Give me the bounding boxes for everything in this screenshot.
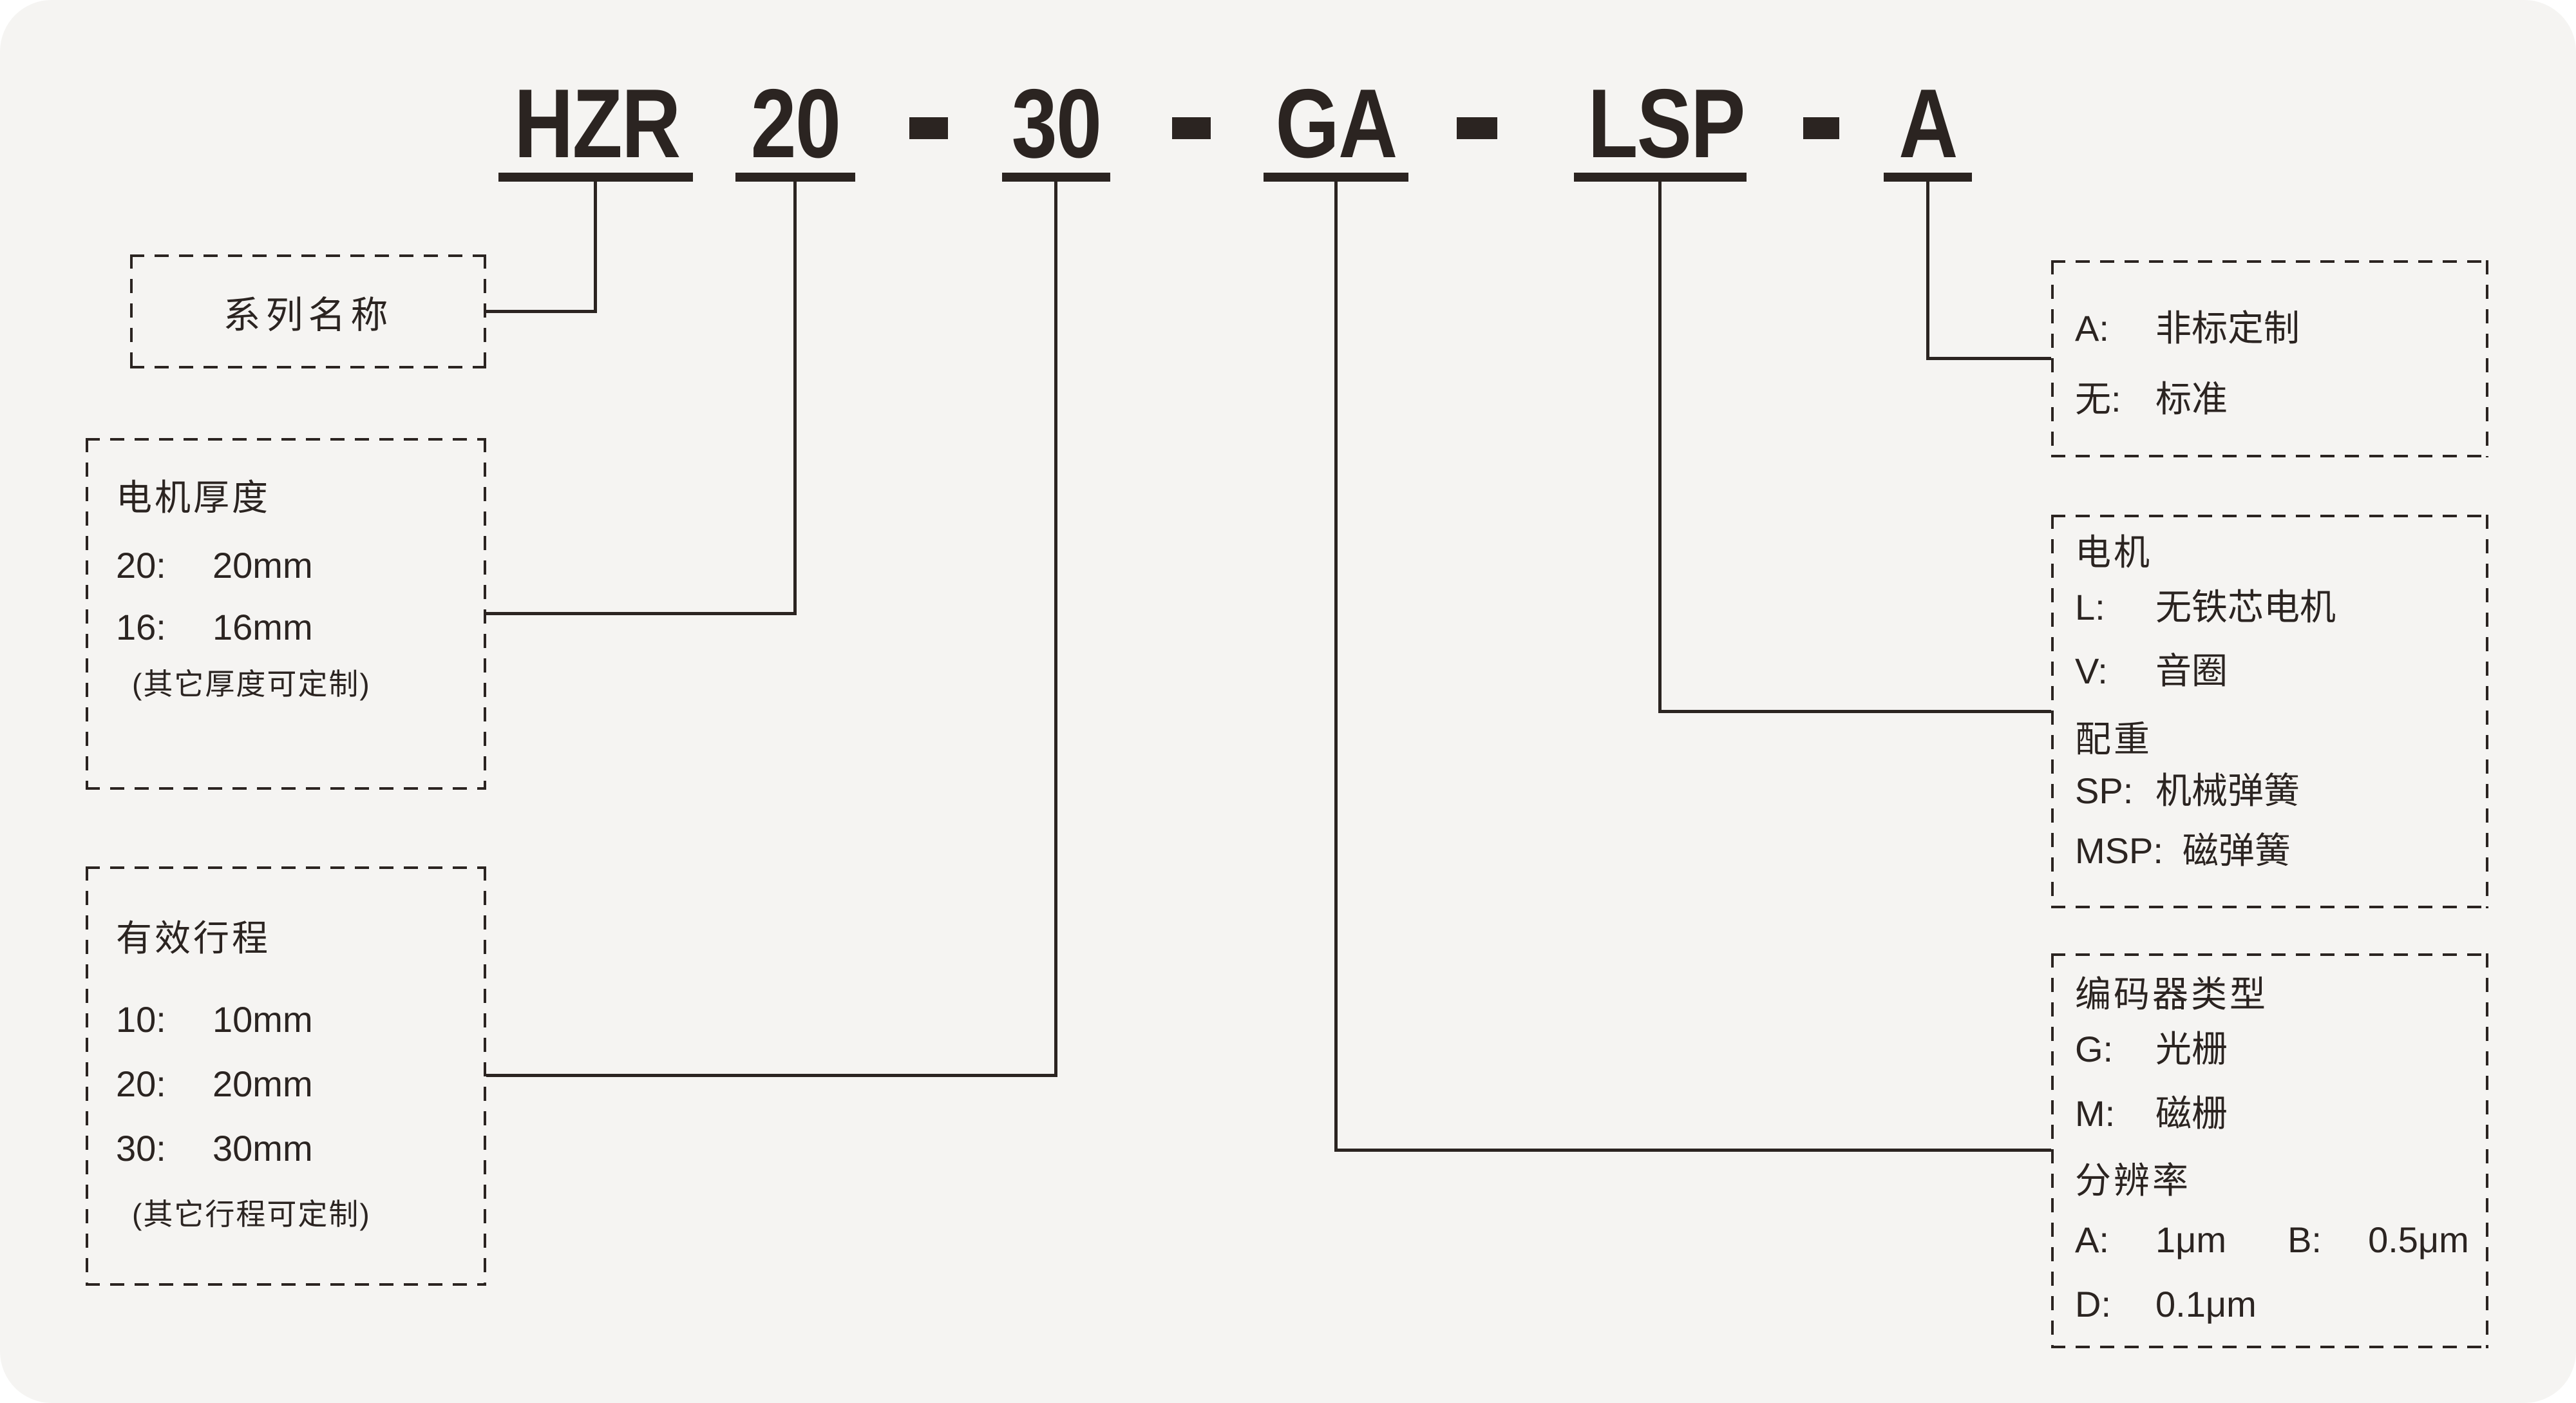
option-desc: 非标定制 [2155, 308, 2300, 348]
separator-dash [1457, 117, 1497, 139]
connector-thickness-vertical [793, 182, 797, 614]
connector-stroke-vertical [1054, 182, 1057, 1076]
segment-underline [1574, 173, 1747, 182]
option-code: SP: [2075, 770, 2134, 811]
option-code: M: [2075, 1093, 2116, 1134]
connector-thickness-horizontal [486, 612, 797, 615]
box-title: 电机厚度 [116, 477, 270, 518]
code-segment-label: HZR [514, 69, 681, 178]
separator-dash [909, 117, 948, 139]
option-row: D: 0.1μm [2075, 1285, 2257, 1324]
code-segment-label: GA [1275, 69, 1397, 178]
option-row: MSP: 磁弹簧 [2075, 832, 2291, 870]
box-title: 编码器类型 [2075, 974, 2268, 1015]
custom-note: (其它行程可定制) [132, 1198, 371, 1231]
code-segment-thickness: 20 [735, 69, 855, 182]
separator-dash [1172, 117, 1211, 139]
box-subtitle: 配重 [2075, 719, 2152, 759]
option-row: SP: 机械弹簧 [2075, 772, 2300, 810]
connector-custom-horizontal [1926, 357, 2051, 360]
option-desc: 1μm [2155, 1219, 2227, 1260]
custom-note: (其它厚度可定制) [132, 667, 371, 701]
code-segment-label: 30 [1011, 69, 1102, 178]
connector-motor-horizontal [1658, 710, 2051, 713]
option-desc: 10mm [213, 999, 313, 1040]
code-segment-encoder: GA [1264, 69, 1408, 182]
option-row: M: 磁栅 [2075, 1094, 2228, 1133]
effective-stroke-box: 有效行程 10: 10mm 20: 20mm 30: 30mm (其它行程可定制) [86, 866, 486, 1286]
option-code: D: [2075, 1284, 2111, 1324]
option-desc: 磁栅 [2155, 1093, 2228, 1134]
option-row: 10: 10mm [116, 1000, 313, 1039]
option-row: V: 音圈 [2075, 652, 2228, 691]
motor-thickness-box: 电机厚度 20: 20mm 16: 16mm (其它厚度可定制) [86, 438, 486, 790]
connector-encoder-vertical [1334, 182, 1338, 1150]
connector-motor-vertical [1658, 182, 1662, 712]
option-code: B: [2287, 1219, 2322, 1260]
option-row: 30: 30mm [116, 1129, 313, 1168]
option-row: 20: 20mm [116, 1065, 313, 1103]
option-code: G: [2075, 1029, 2114, 1069]
option-row: 无: 标准 [2075, 380, 2228, 419]
option-desc: 0.5μm [2368, 1219, 2469, 1260]
option-row: 20: 20mm [116, 546, 313, 585]
option-desc: 16mm [213, 607, 313, 647]
option-row: G: 光栅 [2075, 1030, 2228, 1069]
connector-custom-vertical [1926, 182, 1929, 359]
option-desc: 音圈 [2155, 651, 2228, 691]
option-desc: 标准 [2155, 379, 2228, 419]
option-desc: 光栅 [2155, 1029, 2228, 1069]
connector-encoder-horizontal [1334, 1149, 2051, 1152]
option-code: V: [2075, 651, 2108, 691]
option-code: 20: [116, 545, 166, 586]
option-desc: 机械弹簧 [2155, 770, 2300, 811]
connector-series-vertical [594, 182, 597, 311]
segment-underline [1002, 173, 1110, 182]
code-segment-label: LSP [1587, 69, 1745, 178]
option-row: A: 1μm B: 0.5μm [2075, 1221, 2469, 1259]
option-code: A: [2075, 308, 2109, 348]
option-row: 16: 16mm [116, 608, 313, 647]
option-code: 10: [116, 999, 166, 1040]
option-code: L: [2075, 587, 2105, 627]
segment-underline [498, 173, 693, 182]
standard-custom-box: A: 非标定制 无: 标准 [2051, 260, 2488, 457]
option-row: A: 非标定制 [2075, 309, 2300, 348]
connector-series-horizontal [486, 310, 597, 313]
encoder-resolution-box: 编码器类型 G: 光栅 M: 磁栅 分辨率 A: 1μm B: 0.5μm D: 0.1μm [2051, 953, 2488, 1348]
series-name-box: 系列名称 [130, 254, 486, 368]
box-title: 有效行程 [116, 918, 270, 959]
option-desc: 20mm [213, 1064, 313, 1104]
code-segment-motor: LSP [1574, 69, 1747, 182]
option-code: MSP: [2075, 830, 2163, 871]
option-code: A: [2075, 1219, 2109, 1260]
code-segment-custom: A [1884, 69, 1972, 182]
separator-dash [1803, 117, 1839, 139]
option-desc: 20mm [213, 545, 313, 586]
code-segment-label: A [1899, 69, 1958, 178]
box-subtitle: 分辨率 [2075, 1160, 2191, 1201]
code-segment-series: HZR [498, 69, 693, 182]
option-code: 20: [116, 1064, 166, 1104]
code-segment-label: 20 [750, 69, 841, 178]
option-desc: 磁弹簧 [2182, 830, 2291, 871]
option-code: 无: [2075, 379, 2121, 419]
box-title: 电机 [2075, 532, 2152, 573]
segment-underline [1264, 173, 1408, 182]
segment-underline [735, 173, 855, 182]
option-desc: 0.1μm [2155, 1284, 2257, 1324]
option-code: 30: [116, 1128, 166, 1169]
motor-counterweight-box: 电机 L: 无铁芯电机 V: 音圈 配重 SP: 机械弹簧 MSP: 磁弹簧 [2051, 515, 2488, 908]
option-code: 16: [116, 607, 166, 647]
option-desc: 30mm [213, 1128, 313, 1169]
connector-stroke-horizontal [486, 1074, 1057, 1077]
option-row: L: 无铁芯电机 [2075, 588, 2336, 627]
code-segment-stroke: 30 [1002, 69, 1110, 182]
series-name-label: 系列名称 [223, 294, 393, 336]
segment-underline [1884, 173, 1972, 182]
option-desc: 无铁芯电机 [2155, 587, 2336, 627]
